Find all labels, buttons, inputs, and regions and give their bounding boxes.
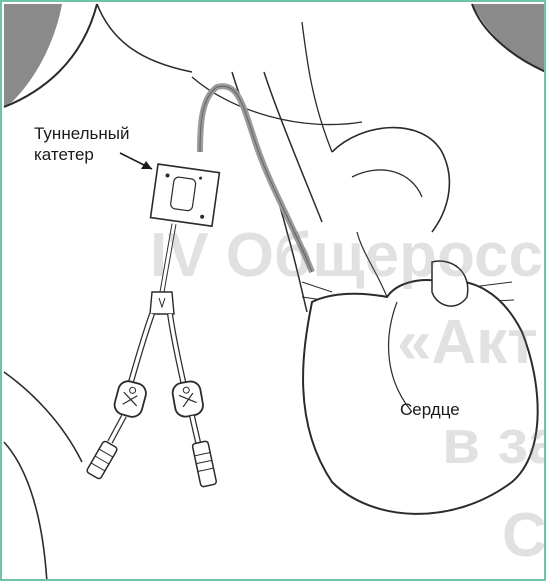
neck-vessel — [302, 22, 332, 152]
clamp-left — [112, 379, 148, 419]
y-junction — [150, 292, 174, 314]
pulmonary-vessel — [352, 170, 422, 197]
heart-outline — [303, 280, 538, 514]
aortic-arch — [332, 128, 449, 232]
left-lower — [4, 442, 47, 581]
catheter-label: Туннельный катетер — [34, 123, 164, 165]
connector-right — [192, 441, 217, 487]
heart-label: Сердце — [400, 399, 460, 420]
catheter-shaft-fill — [162, 224, 174, 292]
clamp-right — [171, 380, 204, 418]
heart-vessel-top — [357, 232, 387, 297]
left-side — [4, 372, 82, 462]
neck-left — [97, 4, 192, 72]
right-shoulder-shadow — [472, 4, 546, 72]
catheter-hub — [151, 164, 220, 226]
heart-atrium — [432, 261, 468, 306]
connector-left — [86, 440, 118, 479]
